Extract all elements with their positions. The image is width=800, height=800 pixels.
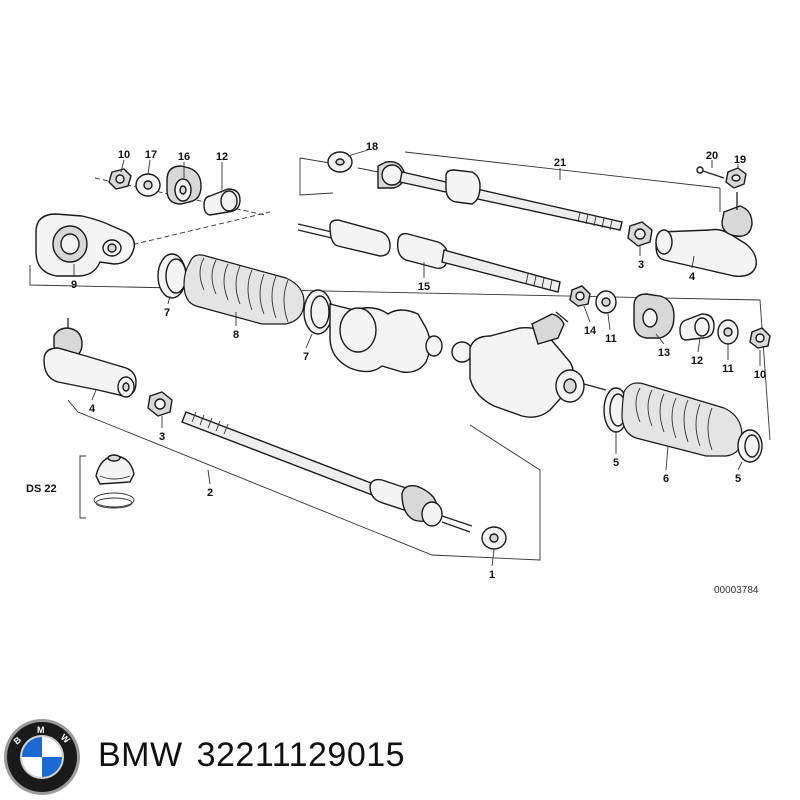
cotter-pin-part-20 [696,166,725,179]
ds22-dust-boot [95,454,135,485]
logo-letter-b: B [12,734,24,746]
callout-label: 3 [638,259,644,271]
callout-label: 9 [71,279,77,291]
housing-mount-part-9 [35,213,136,277]
callout-label: 18 [366,141,378,153]
callout-label: 3 [159,431,165,443]
callout-label: 20 [706,150,718,162]
mount-bushing-part-13 [633,293,675,339]
ds22-retaining-ring [93,492,135,509]
group-label-ds22: DS 22 [26,483,57,495]
washer-part-11-lower [717,319,739,345]
tie-rod-end-part-4-left [43,318,137,398]
bellows-part-6 [621,382,743,457]
diagram-reference-code: 00003784 [714,585,759,596]
washer-part-18 [327,151,353,173]
caption-brand: BMW [98,736,183,774]
clamp-nut-part-3-left [147,391,173,417]
callout-label: 14 [584,325,597,337]
callout-label: 4 [89,403,96,415]
callout-label: 15 [418,281,430,293]
callout-label: 13 [658,347,670,359]
logo-quadrant-blue-tl [22,737,42,757]
logo-quadrant-white-bl [22,757,42,777]
clamp-ring-part-7-right [303,289,333,335]
callout-label: 16 [178,151,190,163]
caption-part-number: 32211129015 [196,736,406,774]
nut-part-10-top [108,168,132,190]
thread-marks-2 [191,411,229,435]
callout-label: 1 [489,569,495,581]
thread-marks-15 [525,273,553,291]
logo-letter-m: M [37,725,45,735]
nut-part-10-lower [749,327,771,349]
callout-label: 4 [689,271,696,283]
callout-label: 11 [605,333,617,345]
clamp-ring-part-7-left [157,253,187,299]
callout-label: 12 [216,151,228,163]
group-frame-bottom [67,399,541,561]
callout-label: 5 [735,473,741,485]
callout-label: 5 [613,457,619,469]
inner-rod-part-15 [297,219,561,293]
callout-label: 8 [233,329,239,341]
callout-label: 10 [754,369,766,381]
ds22-bracket [79,455,86,519]
lock-washer-part-1 [481,526,507,550]
thread-marks-21 [577,211,613,231]
pinion-valve-housing [469,311,607,418]
callout-label: 19 [734,154,746,166]
rack-housing [329,303,473,373]
callout-label: 7 [303,351,309,363]
bellows-ribs-8 [199,257,289,323]
castle-nut-part-19 [725,167,747,189]
part-caption: BMW 32211129015 [98,736,405,775]
callout-label: 10 [118,149,130,161]
leader-lines [73,149,761,567]
sleeve-part-12-lower [679,313,715,341]
logo-quadrant-white-tr [42,737,62,757]
callouts: 10 17 16 12 18 21 20 19 9 3 4 15 7 8 7 1… [26,141,766,596]
washer-part-17 [135,173,161,197]
tie-rod-end-part-4-right [655,192,757,277]
tie-rod-part-21 [357,161,623,231]
clamp-ring-part-5-right [737,429,763,463]
logo-quadrant-blue-br [42,757,62,777]
group-frame-top-right [299,151,721,212]
callout-label: 21 [554,157,566,169]
callout-label: 6 [663,473,669,485]
callout-label: 2 [207,487,213,499]
callout-label: 12 [691,355,703,367]
washer-part-11-upper [595,290,617,314]
bellows-part-8 [183,254,305,325]
nut-part-14 [569,285,591,307]
tie-rod-part-2 [181,411,473,533]
bmw-logo: B M W [4,719,80,795]
sleeve-part-12-top [203,188,241,216]
bellows-ribs-6 [635,387,713,451]
clamp-nut-part-3-right [627,221,653,247]
callout-label: 17 [145,149,157,161]
callout-label: 7 [164,307,170,319]
bushing-part-16 [166,165,202,205]
callout-label: 11 [722,363,734,375]
